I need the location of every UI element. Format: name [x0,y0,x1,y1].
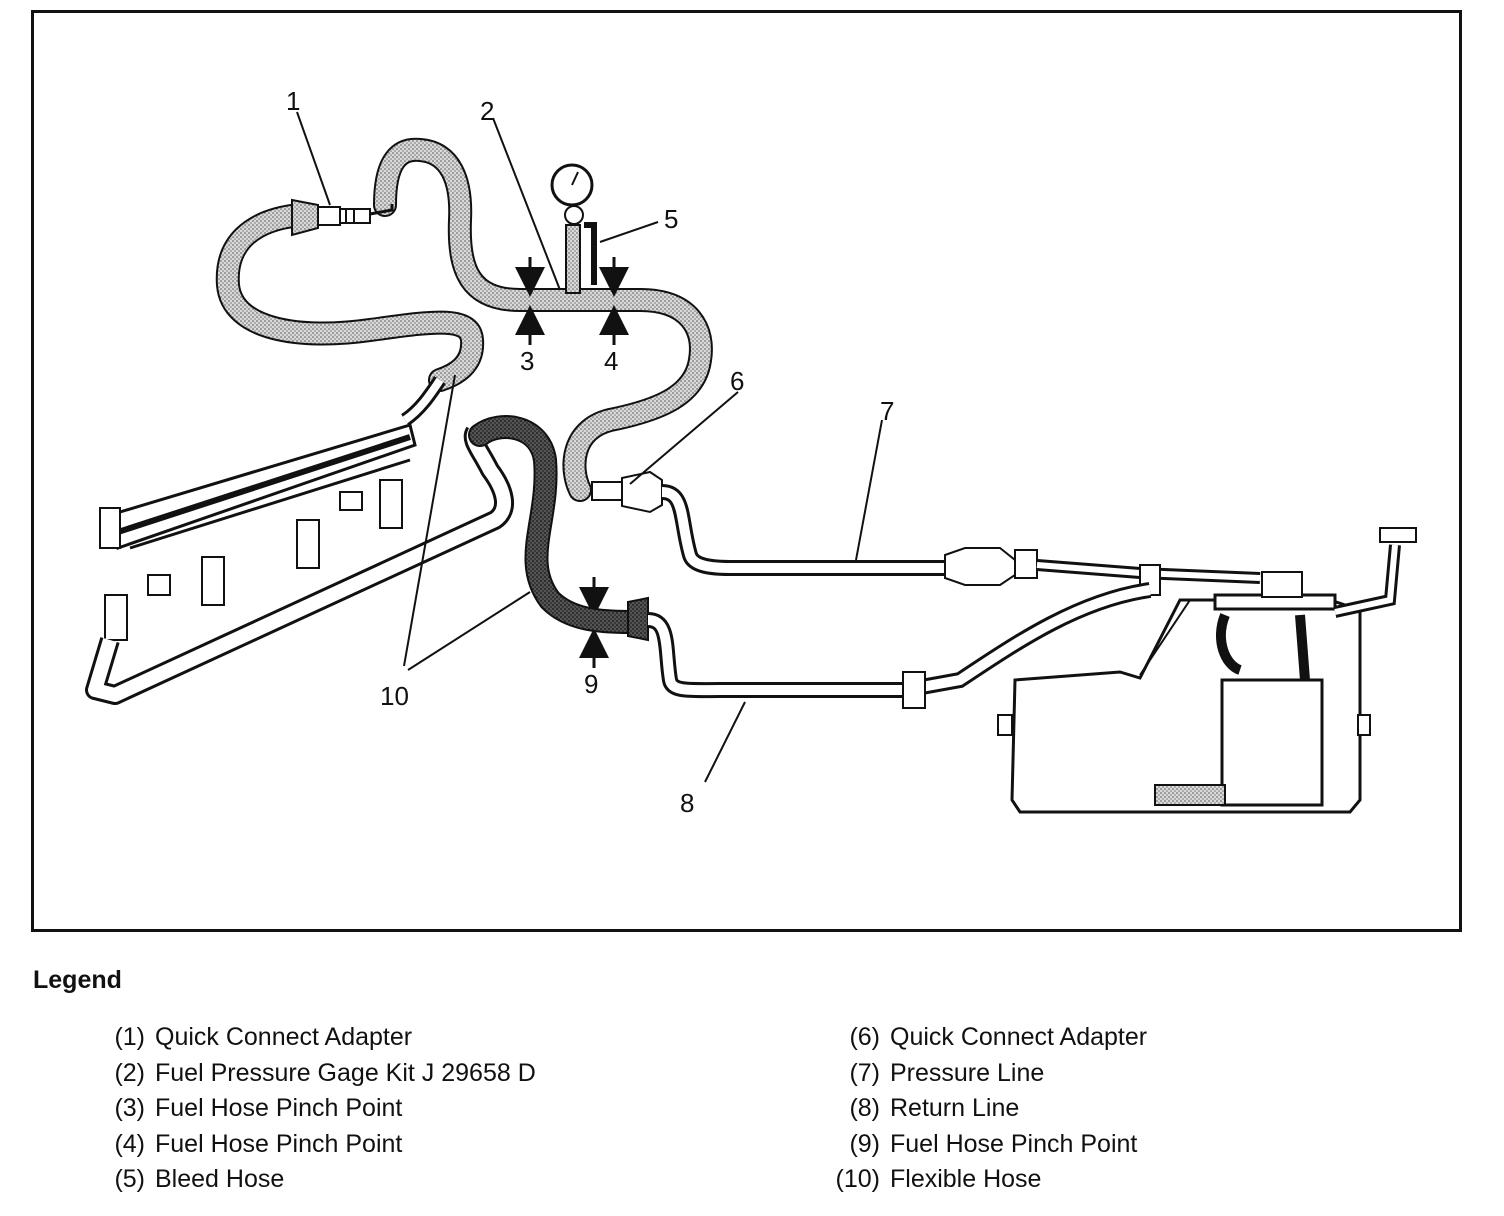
callout-7: 7 [880,396,894,426]
legend-number: (9) [849,1129,880,1158]
legend-number: (10) [835,1165,880,1194]
injector [99,479,403,641]
legend-text: Flexible Hose [890,1165,1042,1194]
callout-10: 10 [380,681,409,711]
flexible-hose-lower [468,415,649,642]
legend-number: (4) [114,1129,145,1158]
callout-5: 5 [664,204,678,234]
callout-2: 2 [480,96,494,126]
legend-item: (1) Quick Connect Adapter [85,1020,536,1056]
legend-item: (5) Bleed Hose [85,1162,536,1198]
fuel-pressure-gage [550,163,597,294]
legend-text: Pressure Line [890,1058,1045,1087]
callout-3: 3 [520,346,534,376]
legend-right-column: (6) Quick Connect Adapter (7) Pressure L… [820,1020,1148,1198]
legend-item: (9) Fuel Hose Pinch Point [820,1127,1147,1163]
pinch-arrows [515,257,629,668]
legend-number: (5) [114,1165,145,1194]
legend-text: Quick Connect Adapter [155,1023,413,1052]
legend-number: (6) [849,1023,880,1052]
flexible-hose-upper [215,137,713,502]
callout-9: 9 [584,669,598,699]
callout-8: 8 [680,788,694,818]
legend-item: (4) Fuel Hose Pinch Point [85,1127,536,1163]
legend-title: Legend [33,966,122,994]
legend-text: Return Line [890,1094,1020,1123]
legend-item: (7) Pressure Line [820,1056,1147,1092]
legend-item: (6) Quick Connect Adapter [820,1020,1147,1056]
quick-connect-adapter-6 [591,470,663,514]
legend-text: Fuel Hose Pinch Point [155,1129,403,1158]
return-line [646,582,1152,709]
legend-number: (3) [114,1094,145,1123]
legend-number: (2) [114,1058,145,1087]
callout-leaders [296,111,883,783]
pressure-line [660,484,1261,596]
legend-item: (3) Fuel Hose Pinch Point [85,1091,536,1127]
legend-text: Fuel Hose Pinch Point [155,1094,403,1123]
legend-item: (8) Return Line [820,1091,1147,1127]
legend-number: (1) [114,1023,145,1052]
legend-item: (10) Flexible Hose [820,1162,1147,1198]
legend-text: Fuel Hose Pinch Point [890,1129,1138,1158]
legend-text: Quick Connect Adapter [890,1023,1148,1052]
fuel-tank [997,527,1417,814]
legend-text: Fuel Pressure Gage Kit J 29658 D [155,1058,536,1087]
legend-number: (7) [849,1058,880,1087]
fuel-system-diagram: 1 2 3 4 5 6 7 8 9 10 [85,86,1417,818]
legend-number: (8) [849,1094,880,1123]
legend-text: Bleed Hose [155,1165,285,1194]
fuel-rail [99,376,446,641]
diagram-frame [31,10,1462,932]
callout-1: 1 [286,86,300,116]
quick-connect-adapter-1 [291,198,394,237]
callout-6: 6 [730,366,744,396]
callout-labels: 1 2 3 4 5 6 7 8 9 10 [286,86,894,818]
legend-item: (2) Fuel Pressure Gage Kit J 29658 D [85,1056,536,1092]
callout-4: 4 [604,346,618,376]
legend-left-column: (1) Quick Connect Adapter (2) Fuel Press… [85,1020,536,1198]
